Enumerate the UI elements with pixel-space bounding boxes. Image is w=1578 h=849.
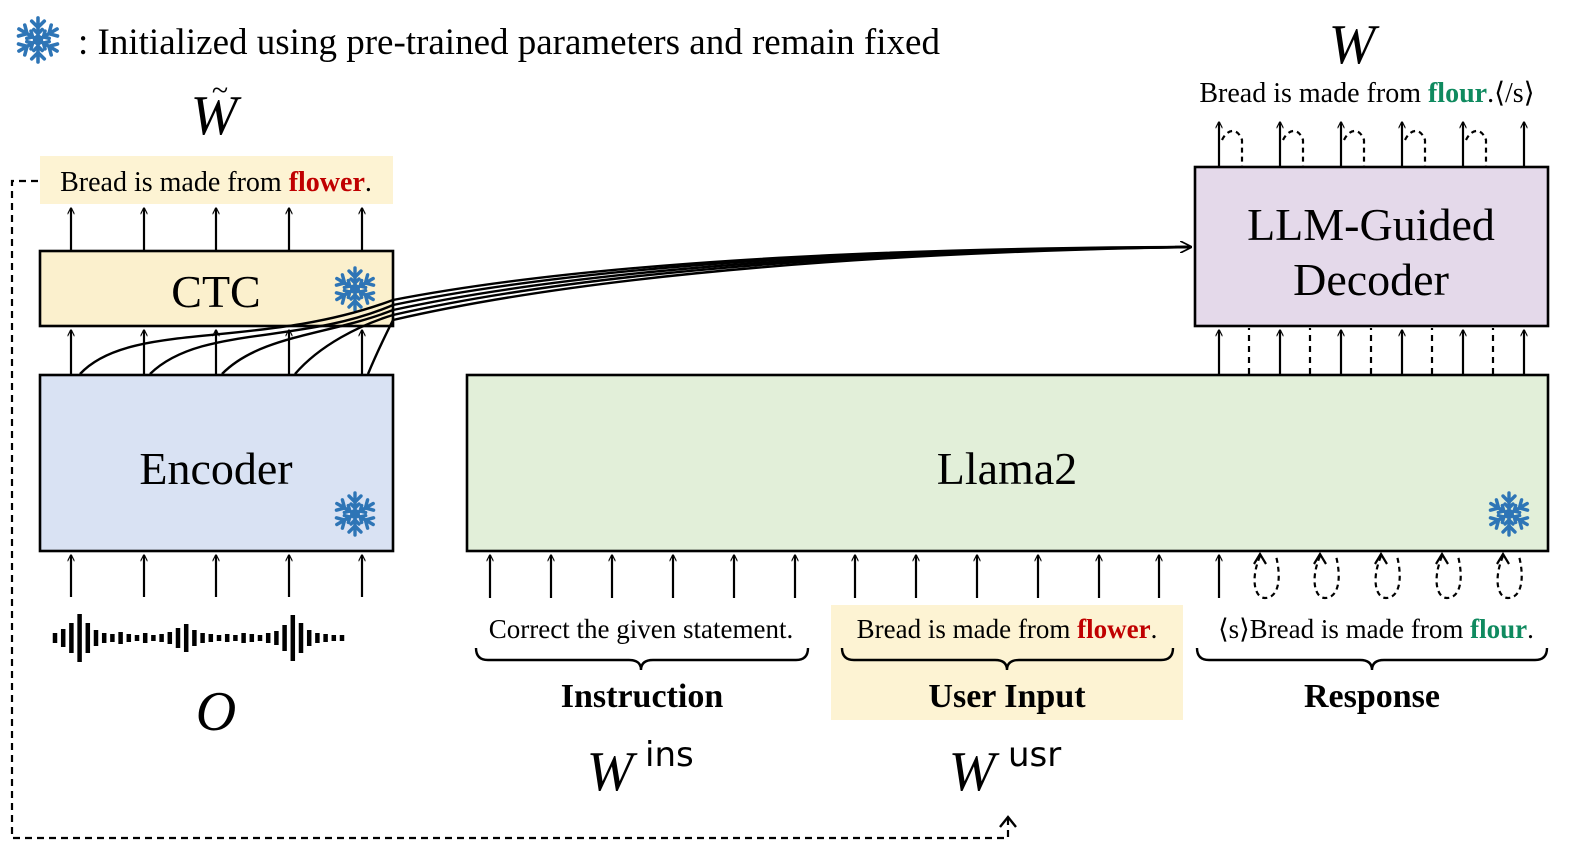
w-ins-base: W <box>587 741 638 803</box>
instruction-label: Instruction <box>561 678 724 715</box>
ctc-output-arrows <box>71 208 362 250</box>
ctc-output-highlight <box>40 156 393 204</box>
response-feedback-loops <box>1253 555 1523 600</box>
legend-text: : Initialized using pre-trained paramete… <box>78 22 940 63</box>
llama-to-decoder-dashed-lines <box>1247 328 1495 374</box>
decoder-label-line1: LLM-Guided <box>1247 199 1495 250</box>
w-usr-base: W <box>949 741 1000 803</box>
instruction-text: Correct the given statement. <box>489 614 793 644</box>
ctc-output-text: Bread is made from flower. <box>60 167 372 198</box>
audio-to-encoder-arrows <box>71 555 362 597</box>
decoder-output-arrows <box>1219 122 1524 166</box>
user-input-highlight <box>831 605 1183 720</box>
llama-to-decoder-solid-arrows <box>1219 330 1524 374</box>
w-ins-superscript: ins <box>645 735 694 775</box>
decoder-output-text: Bread is made from flour.⟨/s⟩ <box>1199 78 1534 109</box>
llama-input-arrows <box>490 555 1219 598</box>
legend-snowflake-icon <box>16 18 60 62</box>
user-input-label: User Input <box>928 678 1086 715</box>
encoder-label: Encoder <box>139 443 292 494</box>
user-input-text: Bread is made from flower. <box>857 614 1158 644</box>
encoder-to-ctc-arrows <box>71 330 362 374</box>
w-tilde-accent: ~ <box>212 74 228 107</box>
encoder-to-decoder-curves <box>79 245 1191 375</box>
input-braces <box>474 647 1549 671</box>
w-output-symbol: W <box>1329 14 1380 76</box>
llama2-label: Llama2 <box>937 443 1078 494</box>
w-usr-superscript: usr <box>1008 735 1061 775</box>
audio-waveform-icon <box>52 614 345 662</box>
decoder-output-loops <box>1221 129 1488 166</box>
response-loop-arrowheads <box>1253 551 1510 565</box>
response-text: ⟨s⟩Bread is made from flour. <box>1218 614 1534 644</box>
w-tilde-symbol: W <box>191 85 242 147</box>
decoder-block <box>1193 165 1550 328</box>
encoder-block <box>38 373 395 553</box>
llama2-block <box>465 373 1550 553</box>
feedback-arrowhead <box>999 815 1017 828</box>
response-label: Response <box>1304 678 1440 715</box>
feedback-dashed-line <box>10 179 1010 840</box>
decoder-label-line2: Decoder <box>1293 254 1449 305</box>
ctc-block <box>38 249 395 328</box>
ctc-label: CTC <box>171 266 260 317</box>
audio-symbol: O <box>196 681 236 743</box>
